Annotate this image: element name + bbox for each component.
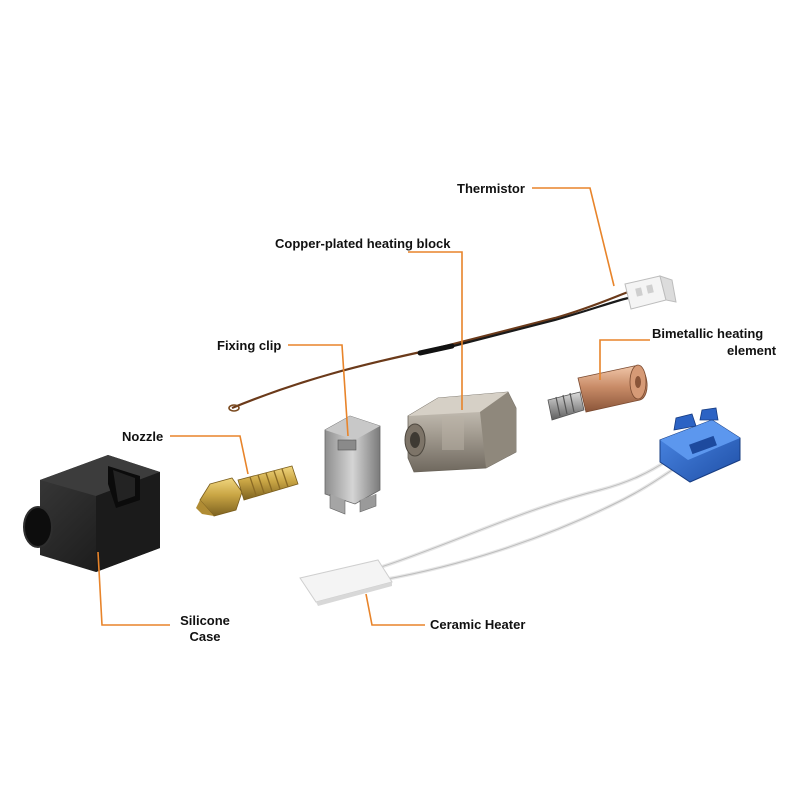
- label-bimetallic-line2: element: [727, 343, 777, 358]
- leader-fixing-clip: [288, 344, 349, 437]
- heat-break-icon: [547, 364, 648, 421]
- label-fixing-clip: Fixing clip: [217, 338, 282, 353]
- label-silicone-line1: Silicone: [180, 613, 230, 628]
- label-ceramic-heater: Ceramic Heater: [430, 617, 526, 632]
- thermistor: [228, 275, 677, 412]
- label-bimetallic-line1: Bimetallic heating: [652, 326, 764, 341]
- heater-connector-icon: [659, 407, 741, 483]
- ceramic-heater-icon: [299, 559, 393, 606]
- label-nozzle: Nozzle: [122, 429, 164, 444]
- leader-thermistor: [532, 187, 615, 287]
- leader-bimetallic: [599, 339, 650, 380]
- heating-block-icon: [404, 391, 517, 473]
- thermistor-wire: [231, 290, 629, 410]
- leader-nozzle: [170, 435, 249, 475]
- ceramic-heater: [299, 407, 741, 606]
- leader-silicone: [97, 551, 170, 626]
- leader-heating-block: [408, 251, 463, 410]
- fixing-clip-icon: [324, 415, 381, 515]
- label-thermistor: Thermistor: [457, 181, 525, 196]
- nozzle-icon: [196, 465, 299, 517]
- silicone-case-icon: [23, 455, 160, 572]
- label-heating-block: Copper-plated heating block: [275, 236, 451, 251]
- label-silicone-line2: Case: [189, 629, 221, 644]
- leader-ceramic: [365, 593, 425, 626]
- thermistor-bead: [228, 404, 240, 412]
- thermistor-connector-icon: [624, 275, 677, 310]
- leader-lines: [97, 187, 650, 626]
